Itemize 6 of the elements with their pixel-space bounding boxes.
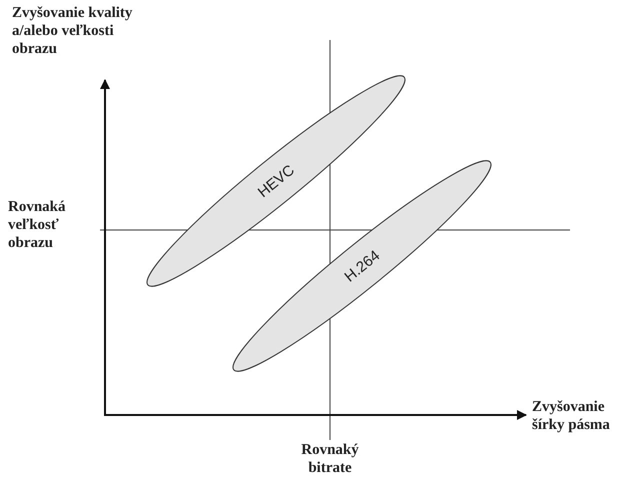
reference-label: Rovnaká veľkosť obrazu [8,198,67,252]
axis-title: Zvyšovanie kvality a/alebo veľkosti obrazu [12,4,134,58]
ellipse-region [232,160,492,372]
reference-label: Rovnaký bitrate [300,441,360,477]
ellipse-region [146,75,406,287]
axis-title: Zvyšovanie šírky pásma [532,398,611,434]
